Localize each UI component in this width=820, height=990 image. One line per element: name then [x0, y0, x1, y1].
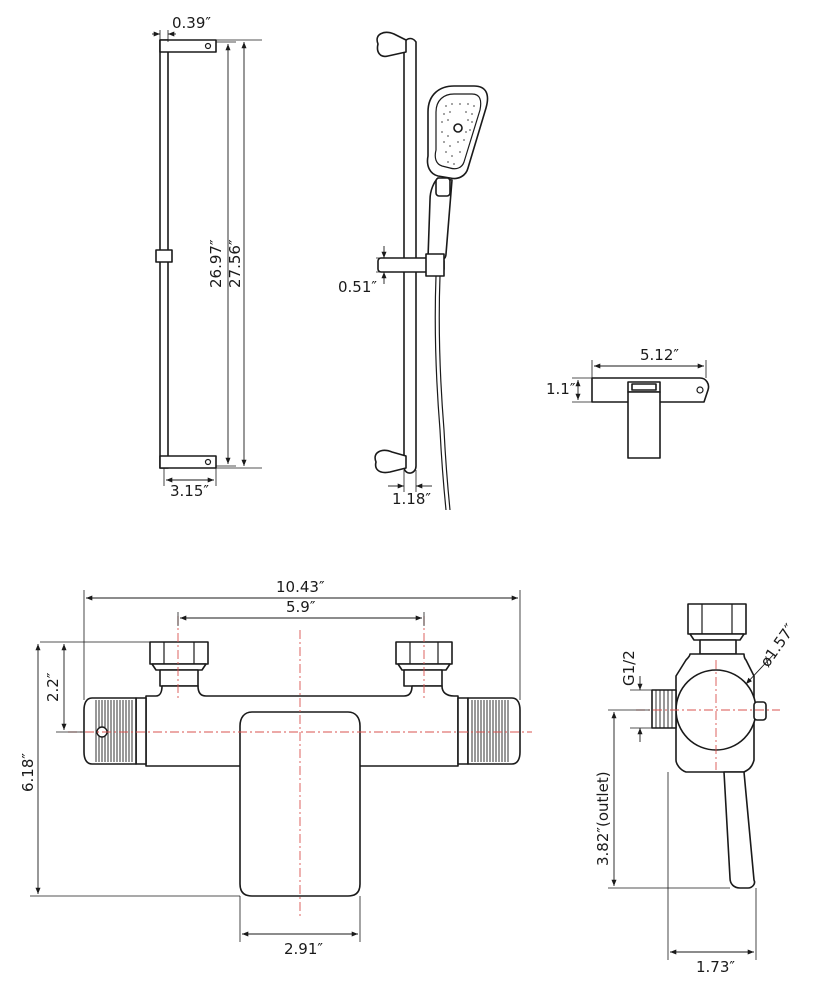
rail-slider-clip: [155, 249, 173, 263]
temperature-knob[interactable]: [83, 697, 137, 765]
screw-icon: [204, 42, 212, 50]
dim-rail-length: 27.56″: [226, 239, 244, 288]
side-stub: [753, 701, 767, 721]
left-collar: [135, 697, 147, 765]
shower-head-face: [434, 93, 482, 170]
dim-thread: G1/2: [620, 650, 638, 686]
inlet-nut-left: [149, 641, 209, 665]
holder-socket-inner: [631, 383, 657, 391]
rail-front-view: 0.39″ 26.97″ 27.56″ 3.15″: [152, 14, 262, 500]
hose-right: [438, 275, 451, 511]
rail-top-end: [376, 31, 407, 58]
knurl-right-icon: [471, 700, 509, 762]
dim-mixer-width: 10.43″: [276, 578, 325, 596]
side-inlet-nut: [687, 603, 747, 635]
dim-knob-diameter: ø1.57″: [757, 620, 800, 670]
dim-side-depth: 1.73″: [696, 958, 735, 976]
spray-nozzles-icon: [441, 103, 475, 165]
wall-holder: 5.12″ 1.1″: [546, 346, 710, 459]
rail-top-bracket: [159, 39, 217, 53]
spray-button-icon: [453, 123, 463, 133]
side-spout: [723, 771, 756, 889]
dim-rail-offset: 3.15″: [170, 482, 209, 500]
rail-bottom-bracket: [159, 455, 217, 469]
inlet-flange-left: [151, 663, 207, 671]
thread-icon: [655, 690, 673, 728]
dim-holder-width: 5.12″: [640, 346, 679, 364]
dim-rail-width: 1.18″: [392, 490, 431, 508]
dim-mixer-height: 6.18″: [19, 753, 37, 792]
rail-side-bar: [403, 37, 417, 474]
flow-knob[interactable]: [467, 697, 521, 765]
mixer-side-view: ø1.57″ G1/2 3.82″(outlet) 1.73″: [594, 603, 800, 976]
side-inlet-stem: [699, 639, 737, 655]
handle-grip: [435, 177, 451, 197]
screw-icon: [696, 386, 704, 394]
dim-body-width: 2.91″: [284, 940, 323, 958]
screw-icon: [204, 458, 212, 466]
holder-arm: [627, 391, 661, 459]
mixer-front-view: 10.43″ 5.9″ 2.2″ 6.18″ 2.91″: [19, 578, 532, 958]
side-inlet-flange: [689, 633, 745, 641]
dim-outlet-height: 3.82″(outlet): [594, 771, 612, 866]
knurl-left-icon: [95, 700, 133, 762]
dim-rail-center: 26.97″: [207, 239, 225, 288]
right-collar: [457, 697, 469, 765]
rail-side-view: 0.51″ 1.18″: [338, 31, 489, 511]
slider-clamp: [425, 253, 445, 277]
hose-left: [434, 275, 447, 511]
dim-inlet-center: 5.9″: [286, 598, 316, 616]
dim-inlet-height: 2.2″: [44, 672, 62, 702]
inlet-stem-left: [159, 669, 199, 687]
rail-bottom-end: [374, 449, 407, 474]
dim-holder-height: 1.1″: [546, 380, 576, 398]
dim-slider-height: 0.51″: [338, 278, 377, 296]
dim-rail-depth: 0.39″: [172, 14, 211, 32]
inlet-stem-right: [403, 669, 443, 687]
